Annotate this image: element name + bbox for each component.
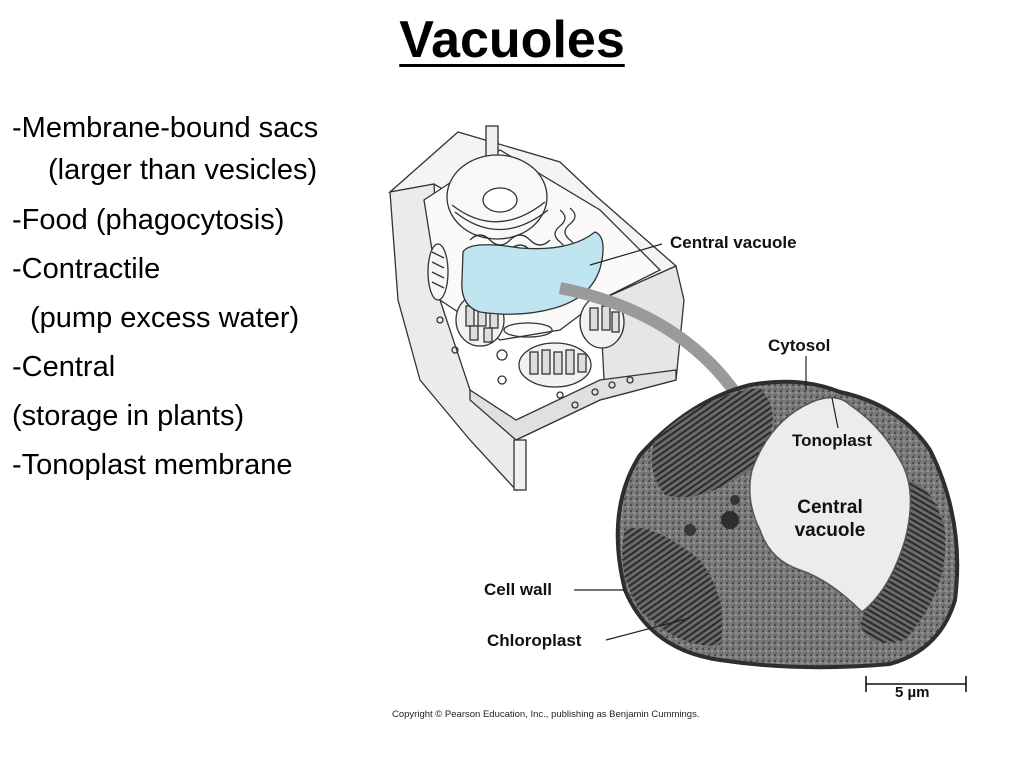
scale-bar <box>865 676 967 692</box>
micrograph <box>574 356 967 692</box>
label-line: vacuole <box>794 520 866 541</box>
bullet-item: (pump excess water) <box>30 302 300 334</box>
label-central-vacuole-micrograph: Central vacuole <box>774 496 886 542</box>
label-central-vacuole: Central vacuole <box>670 233 797 252</box>
label-chloroplast: Chloroplast <box>487 631 582 650</box>
label-tonoplast: Tonoplast <box>792 431 872 450</box>
bullet-item: (larger than vesicles) <box>48 154 318 186</box>
slide-title: Vacuoles <box>399 11 625 69</box>
plant-cell-diagram <box>387 125 685 492</box>
bullet-item: -Tonoplast membrane <box>12 449 293 481</box>
bullet-item: -Food (phagocytosis) <box>12 204 285 236</box>
label-cell-wall: Cell wall <box>484 580 553 599</box>
bullet-item: -Contractile <box>12 253 161 285</box>
copyright-text: Copyright © Pearson Education, Inc., pub… <box>392 709 700 720</box>
bullet-item: (storage in plants) <box>12 400 245 432</box>
label-line: Central <box>797 497 863 518</box>
label-cytosol: Cytosol <box>768 336 831 355</box>
label-scale: 5 µm <box>895 684 930 701</box>
bullet-item: -Membrane-bound sacs <box>12 112 319 144</box>
bullet-list: -Membrane-bound sacs (larger than vesicl… <box>12 108 382 490</box>
bullet-item: -Central <box>12 351 116 383</box>
